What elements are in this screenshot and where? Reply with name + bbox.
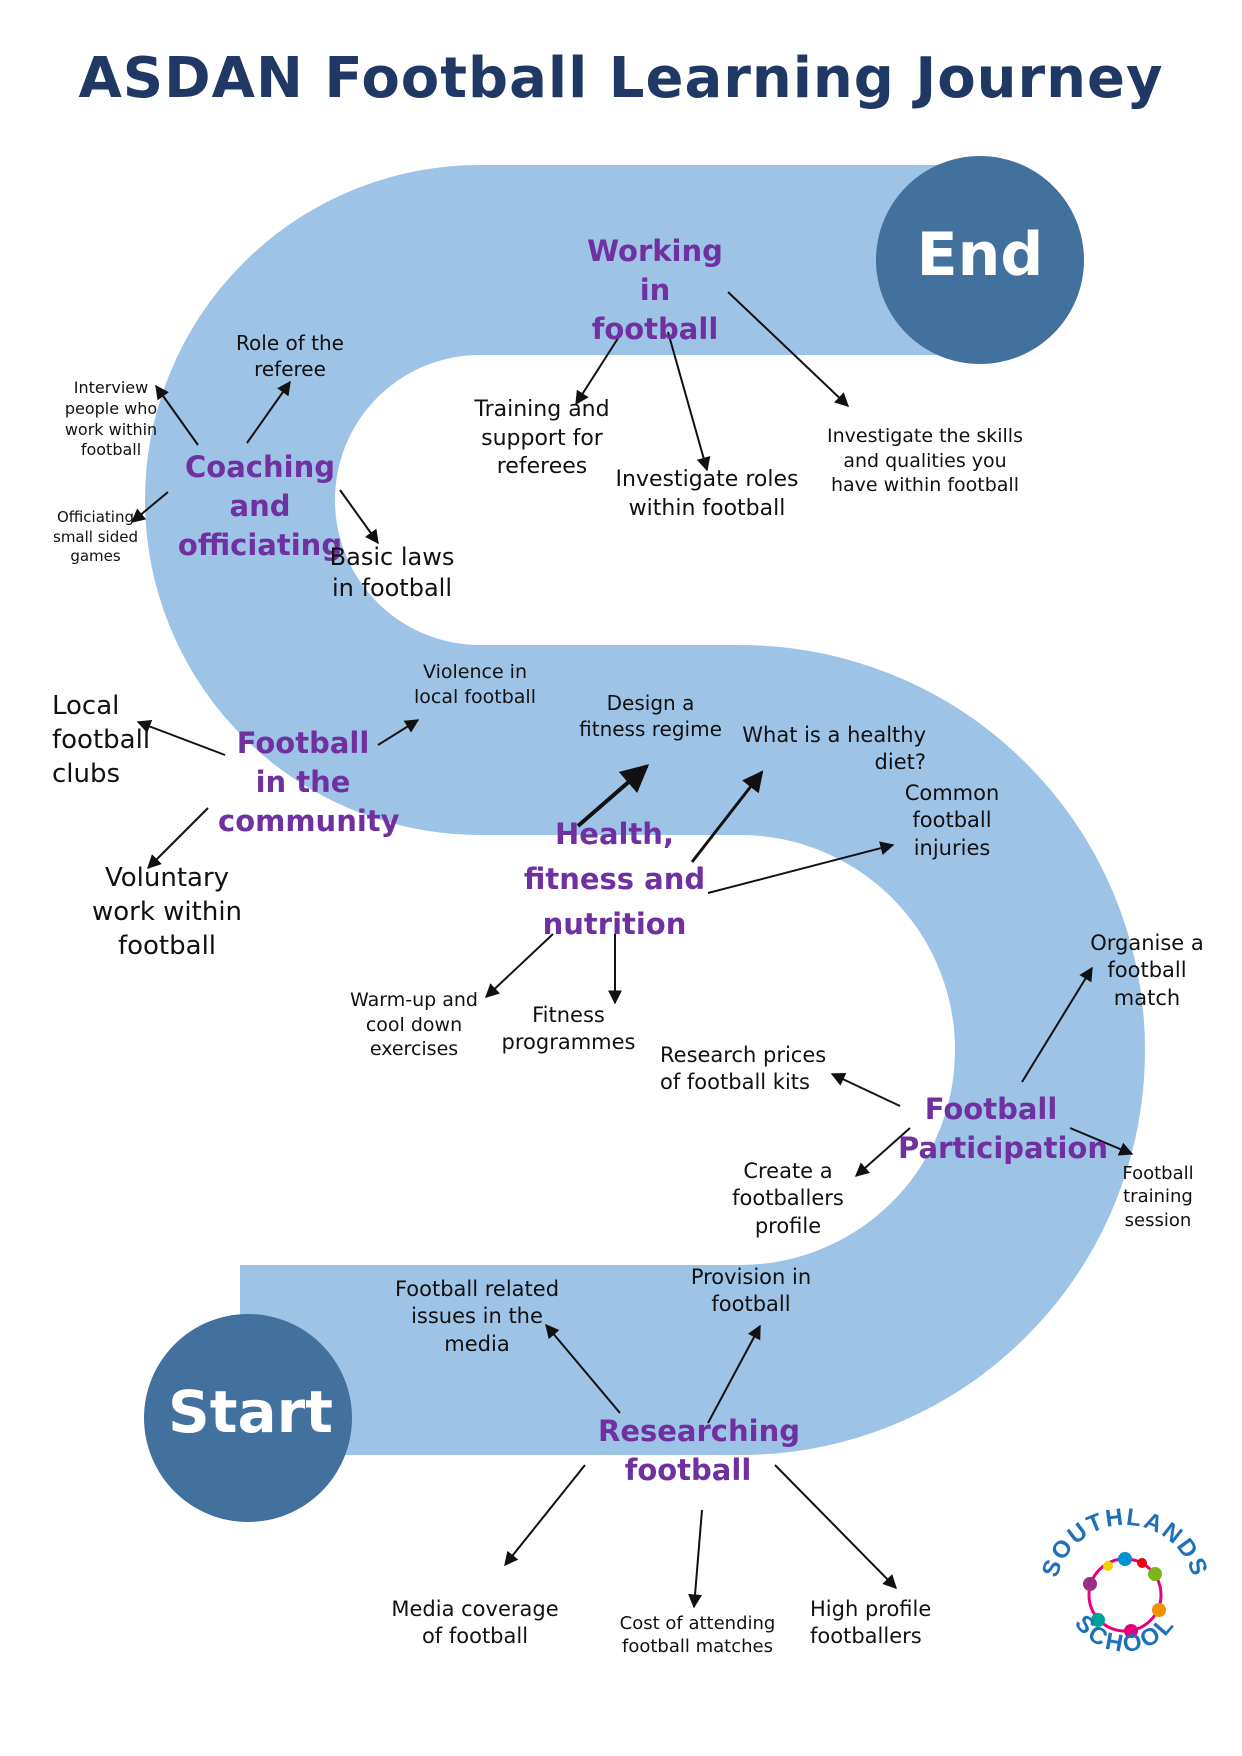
note-provision: Provision in football [690, 1265, 812, 1317]
arrow [575, 331, 623, 406]
arrow [667, 331, 711, 472]
arrow [707, 1324, 761, 1424]
note-basic-laws: Basic laws in football [329, 543, 455, 603]
arrow [504, 1464, 586, 1567]
arrow [727, 291, 850, 407]
note-role-referee: Role of the referee [236, 331, 344, 381]
note-create-profile: Create a footballers profile [732, 1159, 844, 1238]
note-cost-attending: Cost of attending football matches [619, 1613, 776, 1658]
note-research-prices: Research prices of football kits [660, 1043, 827, 1095]
note-design-fitness: Design a fitness regime [579, 691, 722, 741]
figures-ring-icon [1083, 1552, 1166, 1638]
arrows [130, 291, 1134, 1609]
page-title: ASDAN Football Learning Journey [78, 46, 1164, 111]
topic-community: Football in the community [218, 726, 400, 838]
note-media-coverage: Media coverage of football [391, 1597, 559, 1649]
arrow [545, 1323, 621, 1414]
arrow [688, 1509, 703, 1609]
note-officiating-small: Officiating small sided games [53, 508, 138, 565]
note-media-issues: Football related issues in the media [394, 1277, 560, 1356]
topic-researching: Researching football [598, 1414, 800, 1487]
start-circle [144, 1314, 352, 1522]
arrow [576, 764, 650, 828]
arrow [130, 491, 169, 523]
logo-top-text: SOUTHLANDS [1037, 1504, 1212, 1581]
arrow [136, 719, 226, 756]
note-voluntary: Voluntary work within football [91, 863, 243, 961]
note-warm-up: Warm-up and cool down exercises [350, 989, 478, 1061]
end-label: End [916, 220, 1044, 290]
arrow [484, 933, 554, 998]
arrow [155, 384, 199, 446]
svg-text:SOUTHLANDS: SOUTHLANDS [1037, 1504, 1214, 1581]
topic-health: Health, fitness and nutrition [523, 817, 706, 941]
end-circle [876, 156, 1084, 364]
journey-road [145, 165, 1145, 1455]
arrow [339, 489, 379, 545]
note-high-profile: High profile footballers [810, 1597, 932, 1649]
note-interview: Interview people who work within footbal… [64, 378, 158, 460]
arrow [1069, 1127, 1134, 1156]
note-investigate-roles: Investigate roles within football [615, 467, 799, 521]
arrow [147, 807, 209, 869]
logo-bottom-text: SCHOOL [1069, 1610, 1178, 1658]
note-fitness-programmes: Fitness programmes [501, 1003, 636, 1055]
note-investigate-skills: Investigate the skills and qualities you… [827, 425, 1023, 497]
note-training-session: Football training session [1122, 1163, 1194, 1231]
topic-working: Working in football [587, 234, 723, 346]
note-organise-match: Organise a football match [1090, 931, 1204, 1010]
topic-coaching: Coaching and officiating [177, 450, 343, 562]
start-label: Start [168, 1378, 333, 1446]
note-healthy-diet: What is a healthy diet? [742, 723, 926, 775]
svg-text:SCHOOL: SCHOOL [1069, 1610, 1181, 1658]
arrow [377, 719, 420, 746]
note-violence: Violence in local football [414, 661, 536, 708]
note-training-referees: Training and support for referees [474, 397, 610, 480]
arrow [246, 380, 291, 444]
note-injuries: Common football injuries [904, 781, 1000, 860]
note-local-clubs: Local football clubs [52, 691, 151, 789]
topic-participation: Football Participation [898, 1092, 1108, 1165]
arrow [1021, 966, 1093, 1083]
arrow [830, 1073, 901, 1107]
arrow [854, 1127, 911, 1177]
arrow [707, 841, 895, 894]
arrow [774, 1464, 897, 1589]
southlands-logo: SOUTHLANDS SCHOOL [1030, 1500, 1220, 1690]
arrow [690, 770, 764, 863]
